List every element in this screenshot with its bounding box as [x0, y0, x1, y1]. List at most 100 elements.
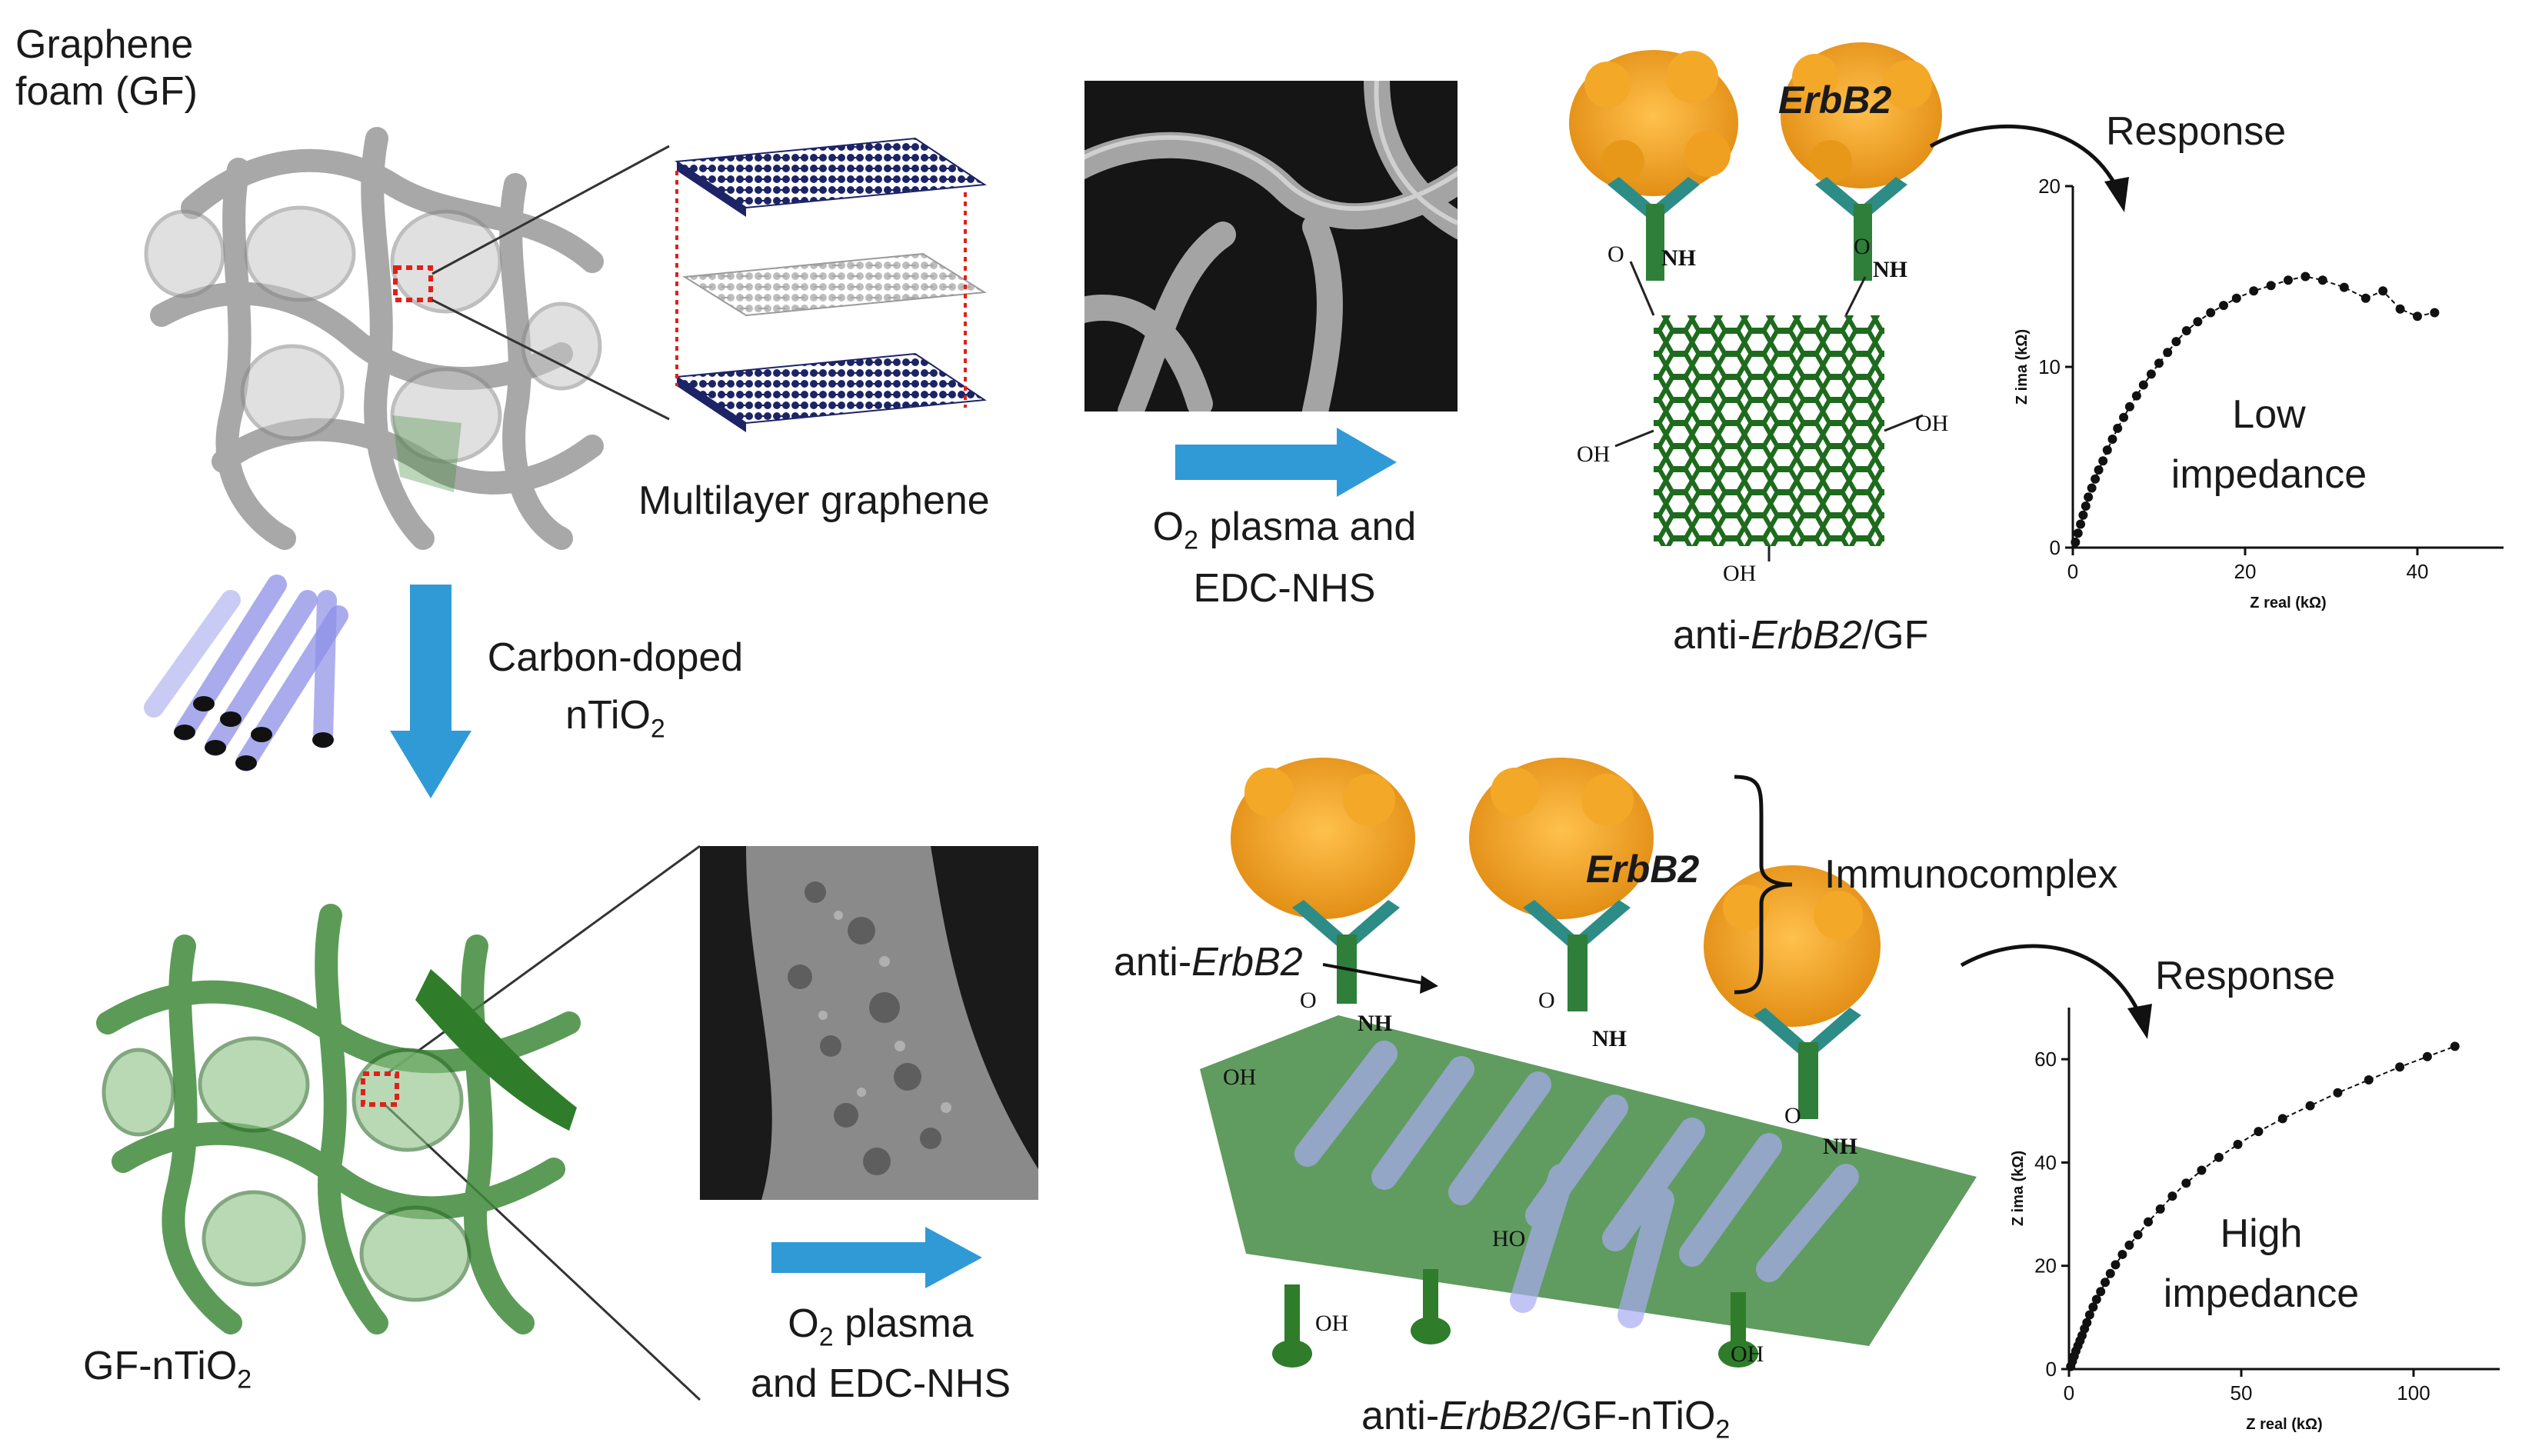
pointer-arrow-icon	[1323, 963, 1438, 994]
y-tick-label: 0	[2046, 1358, 2057, 1381]
anti-erbb2-gf-ntio2-structure: NH NH NH O O O OH HO OH OH	[1200, 758, 1977, 1368]
data-point	[2305, 1101, 2315, 1111]
data-point	[2430, 308, 2440, 318]
nh-right: NH	[1873, 257, 1907, 282]
gf-title: Graphene foam (GF)	[15, 22, 198, 115]
erbb2-protein-2-icon	[1469, 758, 1654, 919]
data-point	[2091, 1294, 2101, 1304]
x-axis-label: Z real (kΩ)	[2250, 595, 2326, 611]
data-point	[2087, 483, 2097, 493]
anti-erbb2-gf-label: anti-ErbB2/GF	[1673, 613, 1929, 658]
o-3: O	[1784, 1103, 1801, 1128]
data-point	[2133, 1230, 2143, 1240]
data-point	[2098, 456, 2108, 466]
data-point	[2193, 317, 2203, 327]
data-point	[2076, 519, 2086, 529]
data-point	[2333, 1088, 2343, 1098]
sem-image-graphene-foam	[1084, 81, 1458, 411]
data-point	[2219, 301, 2228, 311]
gf-title-line1: Graphene	[15, 22, 194, 67]
oh-right: OH	[1915, 411, 1948, 436]
anti-erbb2-gf-structure: O NH O NH OH OH OH	[1569, 42, 1948, 586]
data-point	[2167, 1191, 2177, 1201]
nh-left: NH	[1661, 245, 1696, 271]
erbb2-protein-1-icon	[1231, 758, 1415, 919]
data-point	[2163, 348, 2173, 358]
data-point	[2124, 1240, 2134, 1250]
oh-1: OH	[1223, 1065, 1256, 1090]
graphene-foam-green-image	[96, 904, 581, 1334]
data-point	[2131, 391, 2141, 401]
nh-2: NH	[1592, 1026, 1627, 1051]
antibody-left-icon	[1607, 177, 1700, 281]
data-point	[2231, 293, 2241, 303]
data-point	[2107, 435, 2117, 444]
response-bottom-label: Response	[2155, 954, 2336, 998]
erbb2-protein-right-icon	[1781, 42, 1942, 188]
graphene-lattice-icon	[1654, 315, 1884, 546]
response-arrow-top-icon	[1929, 124, 2129, 212]
multilayer-graphene-image	[675, 137, 988, 432]
y-tick-label: 40	[2034, 1151, 2057, 1174]
y-tick-label: 20	[2034, 1254, 2057, 1278]
data-point	[2395, 1062, 2405, 1072]
data-point	[2284, 275, 2293, 285]
data-point	[2088, 1302, 2098, 1312]
data-point	[2073, 528, 2083, 538]
data-point	[2113, 423, 2123, 433]
data-point	[2154, 358, 2164, 368]
carbon-doped-label: Carbon-doped nTiO2	[487, 635, 744, 744]
oh-3: OH	[1731, 1341, 1764, 1367]
response-top-label: Response	[2106, 109, 2287, 154]
multilayer-graphene-label: Multilayer graphene	[638, 478, 990, 523]
data-point	[2084, 1310, 2094, 1320]
gf-title-line2: foam (GF)	[15, 68, 198, 114]
x-axis-label: Z real (kΩ)	[2246, 1416, 2322, 1433]
data-point	[2144, 1217, 2154, 1227]
o-1: O	[1300, 988, 1317, 1013]
data-point	[2450, 1041, 2460, 1051]
ho-1: HO	[1492, 1226, 1525, 1251]
data-point	[2364, 1075, 2374, 1085]
tio2-nanotubes-image	[144, 575, 348, 771]
data-point	[2146, 369, 2156, 379]
x-tick-label: 40	[2407, 560, 2429, 583]
data-point	[2317, 275, 2327, 285]
data-point	[2091, 474, 2101, 484]
data-point	[2249, 286, 2259, 296]
x-tick-label: 100	[2397, 1381, 2430, 1404]
y-tick-label: 60	[2034, 1048, 2057, 1071]
low-impedance-label: Low impedance	[2171, 392, 2367, 497]
data-point	[2096, 1287, 2106, 1297]
nh-1: NH	[1358, 1011, 1392, 1036]
carbonyl-o-right: O	[1854, 234, 1871, 259]
graphene-foam-grey-image	[144, 127, 604, 550]
nh-3: NH	[1823, 1134, 1857, 1159]
data-point	[2206, 308, 2216, 318]
y-axis-label: Z ima (kΩ)	[2010, 1151, 2027, 1226]
data-point	[2082, 1318, 2092, 1328]
x-tick-label: 20	[2234, 560, 2257, 583]
data-point	[2339, 282, 2349, 292]
x-tick-label: 50	[2230, 1381, 2253, 1404]
antibody-3-icon	[1754, 1008, 1861, 1119]
arrow-down-icon	[390, 585, 471, 798]
data-point	[2117, 1249, 2127, 1259]
data-point	[2378, 286, 2388, 296]
o-2: O	[1538, 988, 1555, 1013]
erbb2-label-top: ErbB2	[1778, 78, 1892, 122]
antibody-2-icon	[1523, 900, 1631, 1011]
response-arrow-bottom-icon	[1960, 944, 2152, 1039]
data-point	[2094, 465, 2104, 475]
data-point	[2300, 272, 2310, 282]
carbonyl-o-left: O	[1607, 242, 1624, 267]
immunocomplex-bracket-icon	[1734, 775, 1793, 995]
y-tick-label: 20	[2038, 175, 2061, 198]
y-tick-label: 10	[2038, 355, 2061, 378]
erbb2-protein-left-icon	[1569, 50, 1738, 196]
data-point	[2084, 492, 2094, 502]
